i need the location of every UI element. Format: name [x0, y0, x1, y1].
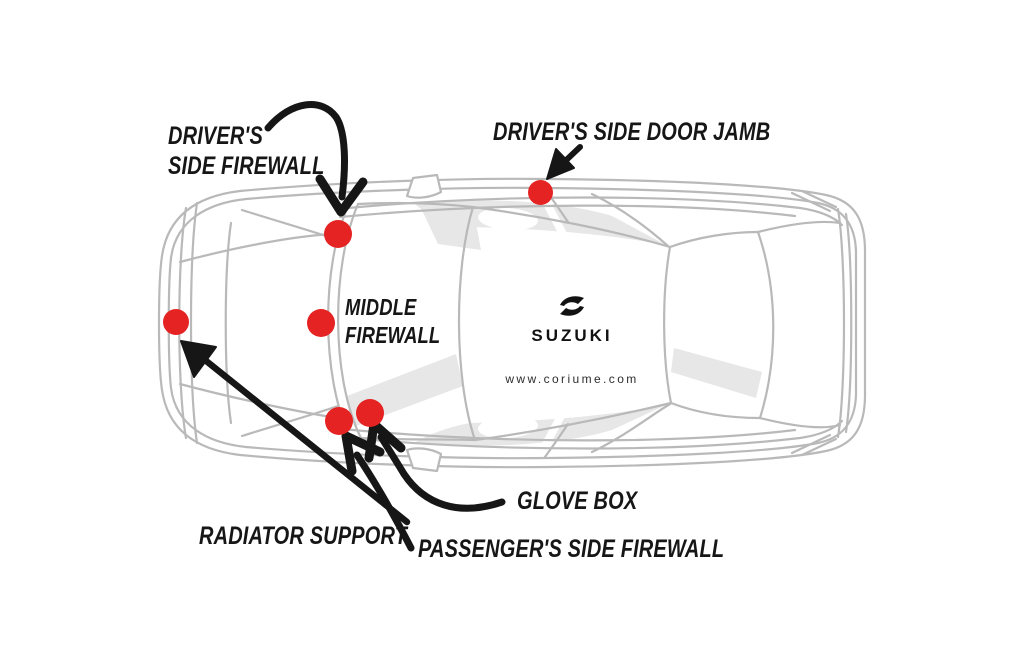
passengers-side-firewall-dot	[325, 407, 353, 435]
label-drivers-side-door-jamb: DRIVER'S SIDE DOOR JAMB	[493, 117, 770, 147]
label-passengers-side-firewall: PASSENGER'S SIDE FIREWALL	[418, 534, 724, 564]
drivers-side-firewall-arrow	[264, 101, 368, 217]
suzuki-wordmark: SUZUKI	[531, 326, 613, 345]
suzuki-brand-block: SUZUKI www.coriume.com	[462, 292, 682, 386]
glove-box-dot	[356, 399, 384, 427]
drivers-side-door-jamb-dot	[527, 179, 553, 205]
label-line: PASSENGER'S SIDE FIREWALL	[418, 535, 725, 563]
drivers-side-firewall-dot	[324, 220, 352, 248]
label-middle-firewall: MIDDLE FIREWALL	[345, 293, 440, 349]
radiator-support-arrow	[180, 340, 411, 526]
label-line: RADIATOR SUPPORT	[199, 522, 408, 550]
label-line: DRIVER'S SIDE DOOR JAMB	[493, 118, 771, 146]
side-mirror-driver	[405, 173, 443, 199]
side-mirror-passenger	[405, 447, 443, 473]
middle-firewall-dot	[307, 309, 335, 337]
label-glove-box: GLOVE BOX	[517, 486, 637, 516]
label-line: FIREWALL	[345, 322, 441, 348]
label-drivers-side-firewall: DRIVER'S SIDE FIREWALL	[168, 121, 325, 181]
glove-box-arrow	[364, 419, 506, 512]
radiator-support-dot	[163, 309, 189, 335]
label-line: DRIVER'S	[168, 122, 263, 150]
label-line: GLOVE BOX	[517, 487, 638, 515]
suzuki-s-icon	[560, 296, 584, 316]
drivers-side-door-jamb-arrow	[546, 144, 583, 180]
website-url: www.coriume.com	[505, 372, 639, 386]
label-line: SIDE FIREWALL	[168, 152, 325, 180]
label-radiator-support: RADIATOR SUPPORT	[199, 521, 407, 551]
label-line: MIDDLE	[345, 294, 417, 320]
